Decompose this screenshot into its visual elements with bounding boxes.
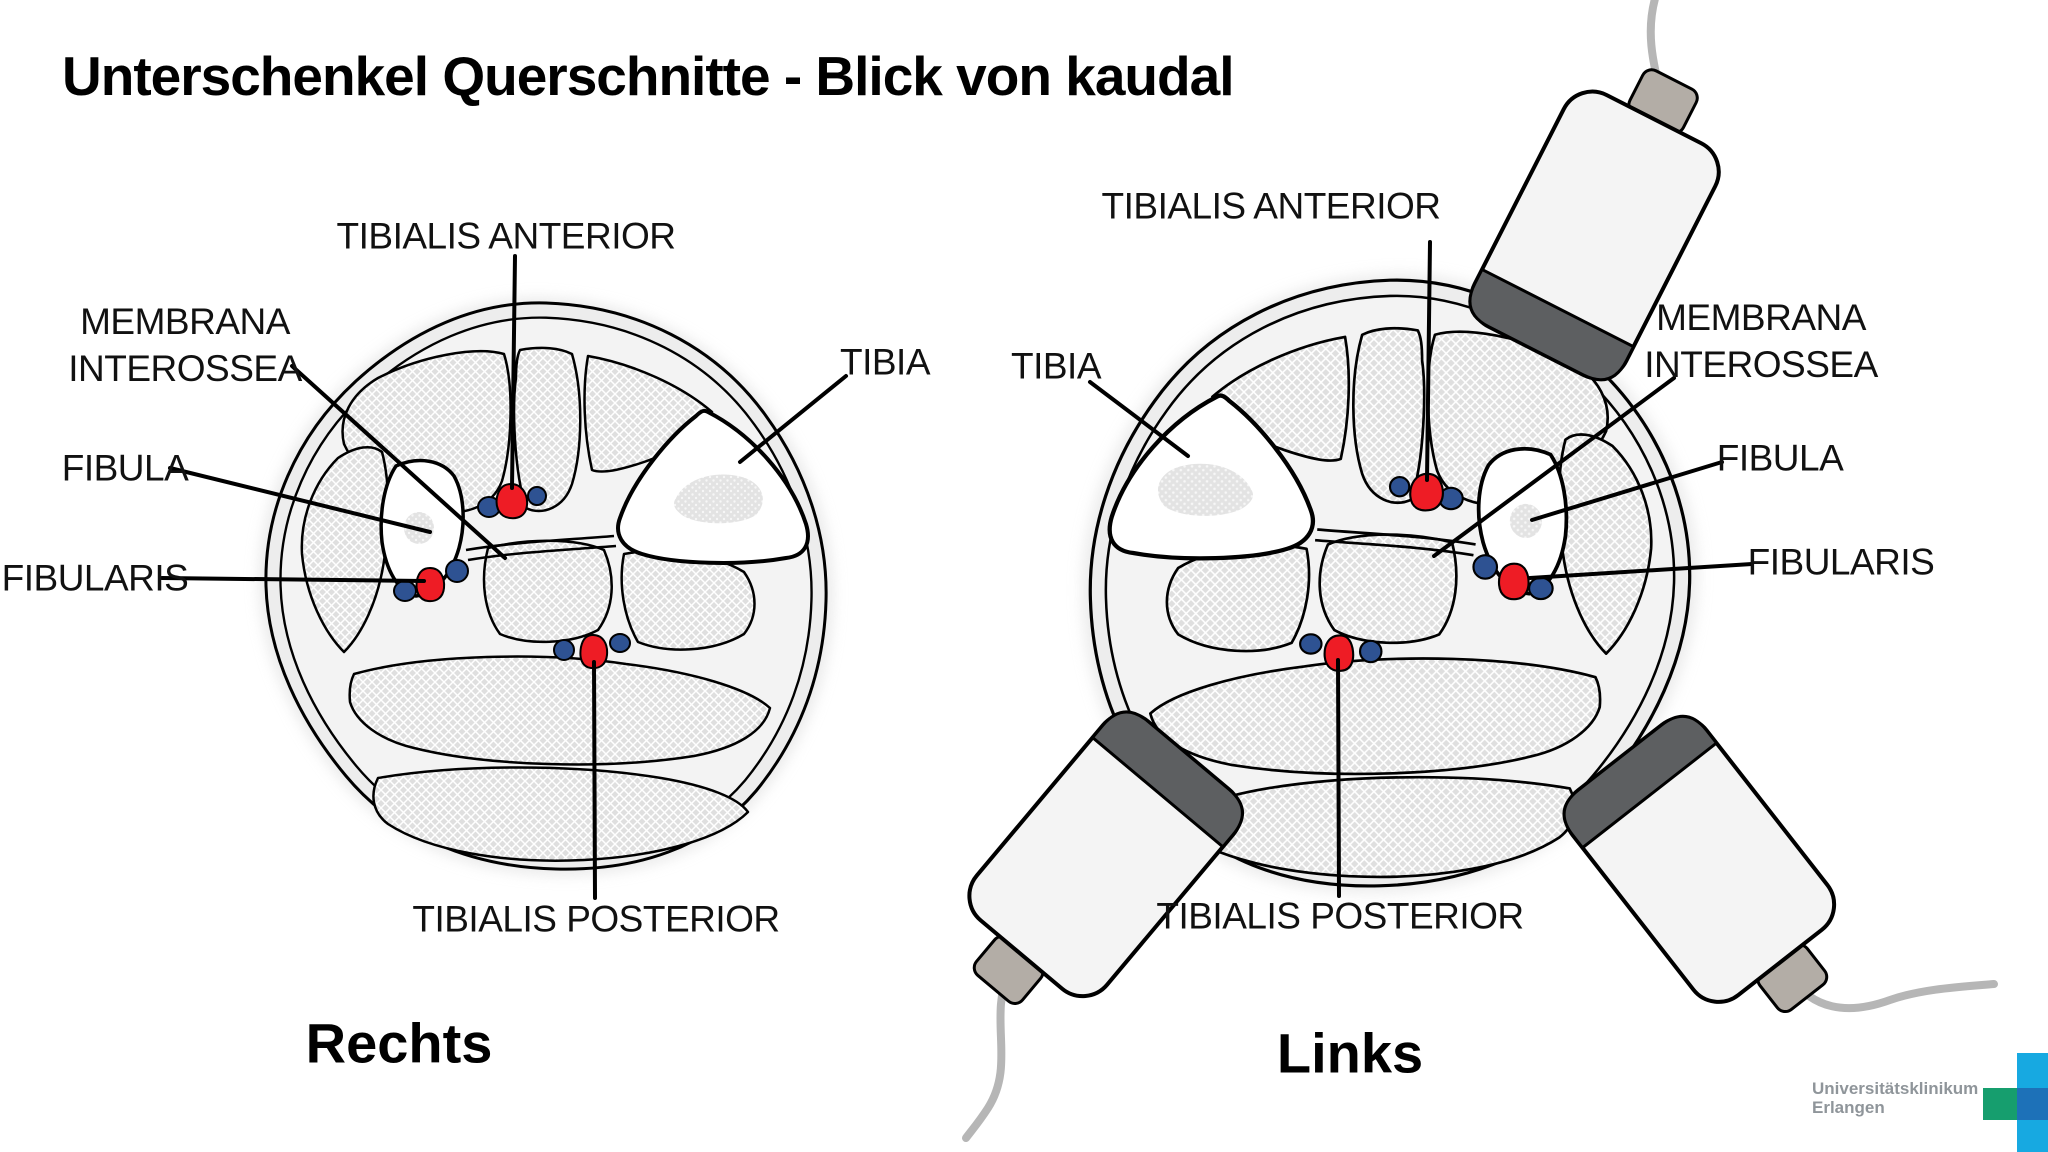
label-membrana-interossea-left: MEMBRANA INTEROSSEA	[68, 301, 302, 389]
leader-membrana-interossea-right	[1432, 376, 1676, 558]
leader-lines	[160, 240, 1754, 900]
leader-tibialis-anterior-right	[1425, 240, 1432, 482]
cross-section-right-leg	[259, 298, 833, 875]
label-tibialis-anterior-right: TIBIALIS ANTERIOR	[1101, 185, 1441, 227]
page-title: Unterschenkel Querschnitte - Blick von k…	[62, 45, 1234, 107]
label-tibia-left: TIBIA	[839, 341, 931, 383]
logo-mark	[1983, 1053, 2048, 1152]
label-tibialis-posterior-left: TIBIALIS POSTERIOR	[412, 898, 780, 940]
logo-text: Universitätsklinikum Erlangen	[1812, 1079, 1978, 1117]
leader-tibialis-anterior-left	[510, 254, 517, 490]
leader-membrana-interossea-left	[290, 364, 507, 560]
label-fibula-left: FIBULA	[61, 447, 189, 489]
probe-cable-bottom-right	[1788, 974, 1998, 1013]
label-membrana-interossea-right: MEMBRANA INTEROSSEA	[1644, 297, 1878, 385]
label-fibularis-left: FIBULARIS	[1, 557, 189, 599]
leader-fibularis-left	[160, 576, 426, 583]
label-tibialis-anterior-left: TIBIALIS ANTERIOR	[336, 215, 676, 257]
leader-tibialis-posterior-left	[592, 660, 597, 900]
leader-tibia-right	[1088, 380, 1190, 458]
leader-tibia-left	[738, 374, 848, 464]
leader-tibialis-posterior-right	[1336, 658, 1341, 898]
caption-links: Links	[1276, 1021, 1424, 1085]
label-tibia-right: TIBIA	[1010, 345, 1102, 387]
logo-text-line1: Universitätsklinikum	[1812, 1079, 1979, 1098]
logo-square-blue	[2017, 1088, 2048, 1120]
leader-fibula-right	[1530, 460, 1724, 522]
caption-rechts: Rechts	[305, 1011, 493, 1075]
leader-fibula-left	[168, 466, 432, 534]
logo-text-line2: Erlangen	[1812, 1098, 1885, 1117]
probe-cable-bottom-left	[962, 966, 1013, 1142]
label-tibialis-posterior-right: TIBIALIS POSTERIOR	[1156, 895, 1524, 937]
logo-square-green	[1983, 1088, 2017, 1120]
label-fibularis-right: FIBULARIS	[1747, 541, 1935, 583]
leader-fibularis-right	[1528, 562, 1754, 580]
label-fibula-right: FIBULA	[1716, 437, 1844, 479]
